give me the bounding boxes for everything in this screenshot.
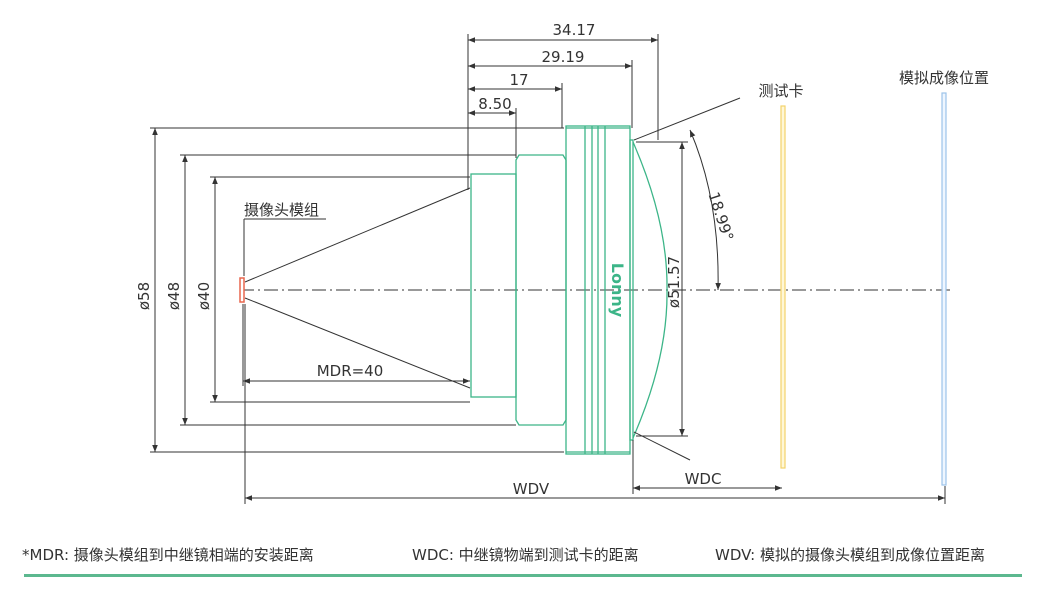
footer-divider [24, 574, 1022, 577]
dim-29-19: 29.19 [542, 48, 585, 66]
footer-note-wdv: WDV: 模拟的摄像头模组到成像位置距离 [715, 546, 985, 564]
test-card [780, 105, 786, 469]
footer-note-mdr: *MDR: 摄像头模组到中继镜相端的安装距离 [22, 546, 314, 564]
dim-34-17: 34.17 [553, 21, 596, 39]
label-test-card: 测试卡 [758, 82, 803, 100]
dim-dia-40: ø40 [195, 282, 213, 310]
dim-wdc: WDC [685, 470, 722, 488]
camera-sensor [239, 277, 245, 303]
virtual-image-plane [941, 92, 947, 486]
fov-line-top [244, 187, 471, 283]
dim-8-50: 8.50 [478, 95, 511, 113]
dim-dia-48: ø48 [165, 282, 183, 310]
lens-body [470, 125, 668, 455]
dimension-lines [150, 34, 946, 504]
dim-mdr: MDR=40 [317, 362, 384, 380]
dim-17: 17 [509, 71, 528, 89]
label-camera-module: 摄像头模组 [244, 201, 319, 219]
dim-dia-58: ø58 [135, 282, 153, 310]
dim-wdv: WDV [513, 480, 550, 498]
footer-note-wdc: WDC: 中继镜物端到测试卡的距离 [412, 546, 639, 564]
fov-line-bottom [244, 297, 471, 389]
dim-dia-51-57: ø51.57 [665, 256, 683, 308]
label-virtual-image: 模拟成像位置 [899, 69, 989, 87]
brand-logo: Lonny [608, 263, 627, 318]
dim-angle: 18.99° [704, 190, 737, 244]
